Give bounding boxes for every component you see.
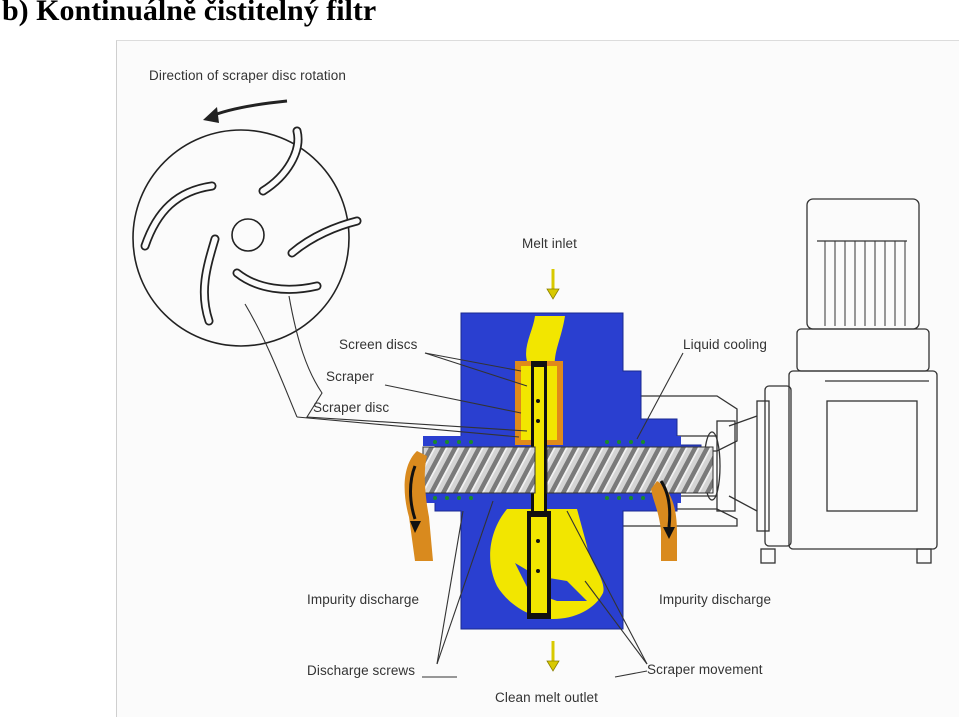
label-screen-discs: Screen discs [339,337,418,352]
drive-motor [677,198,938,564]
melt-inlet-arrow [546,269,560,300]
discharge-screws [422,440,714,500]
label-impurity-discharge-left: Impurity discharge [307,592,420,607]
label-melt-inlet: Melt inlet [522,236,578,251]
label-clean-melt-outlet: Clean melt outlet [495,690,599,705]
impurity-discharge-right [651,480,677,561]
label-discharge-screws: Discharge screws [307,663,416,678]
diagram-drawing [132,99,938,678]
label-scraper-movement: Scraper movement [647,662,763,677]
label-rotation-direction: Direction of scraper disc rotation [149,68,346,83]
page-title: b) Kontinuálně čistitelný filtr [2,0,377,27]
clean-melt-outlet-arrow [546,641,560,672]
label-impurity-discharge-right: Impurity discharge [659,592,772,607]
filter-diagram: Direction of scraper disc rotation Melt … [116,40,959,717]
label-scraper-disc: Scraper disc [313,400,390,415]
label-liquid-cooling: Liquid cooling [683,337,767,352]
scraper-disc-detail [132,99,362,347]
impurity-discharge-left [404,451,433,561]
label-scraper: Scraper [326,369,374,384]
leader-lines [244,295,684,678]
